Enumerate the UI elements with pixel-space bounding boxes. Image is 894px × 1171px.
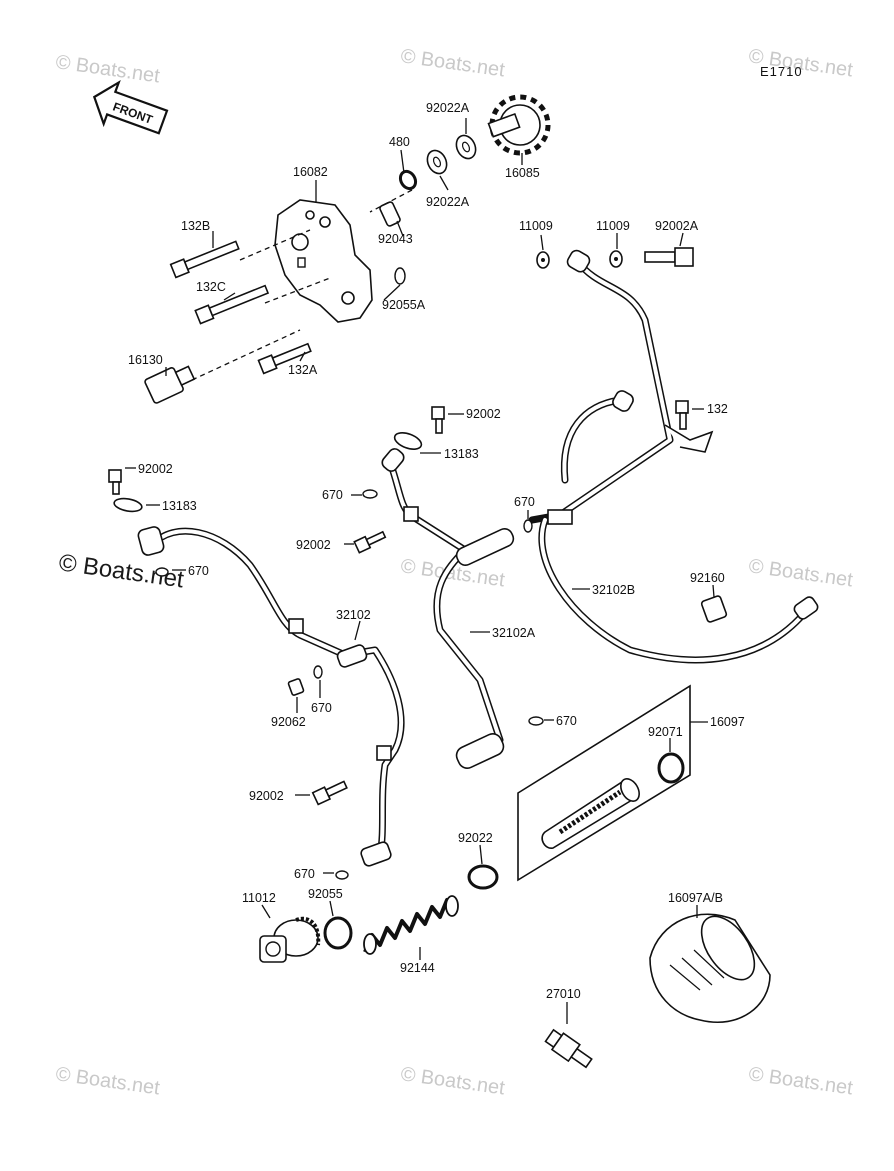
label-32102: 32102 <box>336 608 371 622</box>
label-92055A: 92055A <box>382 298 426 312</box>
bolt-132 <box>675 400 689 430</box>
bolt-92002-bottom <box>311 780 348 806</box>
o-ring-92071 <box>657 752 685 784</box>
oil-filter-16097AB <box>649 905 771 1023</box>
label-92022A-bottom: 92022A <box>426 195 470 209</box>
label-670-left: 670 <box>188 564 209 578</box>
label-16097AB: 16097A/B <box>668 891 723 905</box>
part-labels: 16082 480 92022A 92022A 16085 132B 92043… <box>128 101 745 1001</box>
label-132A: 132A <box>288 363 318 377</box>
label-16085: 16085 <box>505 166 540 180</box>
oil-pipe-32102B <box>538 509 819 664</box>
o-ring-670 <box>313 665 323 679</box>
bolt-132C <box>194 284 270 325</box>
sleeve-92160 <box>700 595 728 623</box>
watermark: © Boats.net <box>54 51 161 87</box>
o-ring-670 <box>362 489 378 499</box>
label-92002-center: 92002 <box>466 407 501 421</box>
washer-92022 <box>467 864 499 890</box>
plug-92062 <box>287 678 305 696</box>
o-ring-92055 <box>323 916 353 950</box>
oil-pipe-32102A <box>381 432 564 769</box>
label-92055: 92055 <box>308 887 343 901</box>
o-ring-670 <box>335 870 349 880</box>
o-ring-670 <box>528 716 544 726</box>
label-13183-center: 13183 <box>444 447 479 461</box>
label-92043: 92043 <box>378 232 413 246</box>
o-ring-670 <box>523 519 533 533</box>
label-670-mid2: 670 <box>556 714 577 728</box>
label-92002-left: 92002 <box>138 462 173 476</box>
label-670-bottom: 670 <box>294 867 315 881</box>
spring-92144 <box>363 895 459 955</box>
label-670-center: 670 <box>322 488 343 502</box>
label-132B: 132B <box>181 219 210 233</box>
label-11009b: 11009 <box>596 219 630 233</box>
label-480: 480 <box>389 135 410 149</box>
watermark: © Boats.net <box>747 1063 854 1099</box>
front-arrow: FRONT <box>92 79 169 135</box>
label-92002-bottom: 92002 <box>249 789 284 803</box>
bolt-92002-left <box>108 469 122 495</box>
watermark: © Boats.net <box>747 555 854 591</box>
label-92002-center2: 92002 <box>296 538 331 552</box>
o-ring-670 <box>155 567 169 577</box>
watermark: © Boats.net <box>399 45 506 81</box>
o-ring-92055A <box>394 267 406 285</box>
oil-switch-27010 <box>544 1028 593 1069</box>
filter-element-box <box>517 684 708 882</box>
bolt-92002-center2 <box>353 530 387 554</box>
label-16082: 16082 <box>293 165 328 179</box>
label-16097: 16097 <box>710 715 745 729</box>
circlip-480 <box>398 169 418 191</box>
label-92071: 92071 <box>648 725 683 739</box>
label-11009a: 11009 <box>519 219 553 233</box>
clamp-13183 <box>113 497 143 513</box>
fitting-16130 <box>144 365 196 404</box>
label-27010: 27010 <box>546 987 581 1001</box>
label-16130: 16130 <box>128 353 163 367</box>
label-92002A: 92002A <box>655 219 699 233</box>
label-92144: 92144 <box>400 961 435 975</box>
label-670-right: 670 <box>514 495 535 509</box>
watermark: © Boats.net <box>54 1063 161 1099</box>
watermark: © Boats.net <box>399 1063 506 1099</box>
label-13183-left: 13183 <box>162 499 197 513</box>
label-11012: 11012 <box>242 891 276 905</box>
diagram-code: E1710 <box>760 64 803 79</box>
label-92022A-top: 92022A <box>426 101 470 115</box>
oil-pipe-32102 <box>137 526 405 867</box>
bolt-132A <box>257 342 312 375</box>
plug-11012 <box>259 916 321 963</box>
label-32102A: 32102A <box>492 626 536 640</box>
label-32102B: 32102B <box>592 583 635 597</box>
label-132: 132 <box>707 402 728 416</box>
clamp-13183 <box>393 432 423 450</box>
label-670-mid: 670 <box>311 701 332 715</box>
label-92022: 92022 <box>458 831 493 845</box>
label-92160: 92160 <box>690 571 725 585</box>
oil-pump-assembly <box>274 199 373 323</box>
oil-pipe-right <box>556 249 714 519</box>
bolt-132B <box>169 240 240 279</box>
bolt-92002A <box>644 247 694 267</box>
label-92062: 92062 <box>271 715 306 729</box>
sprocket <box>487 94 551 156</box>
bolt-92002-center <box>431 406 445 434</box>
label-132C: 132C <box>196 280 226 294</box>
